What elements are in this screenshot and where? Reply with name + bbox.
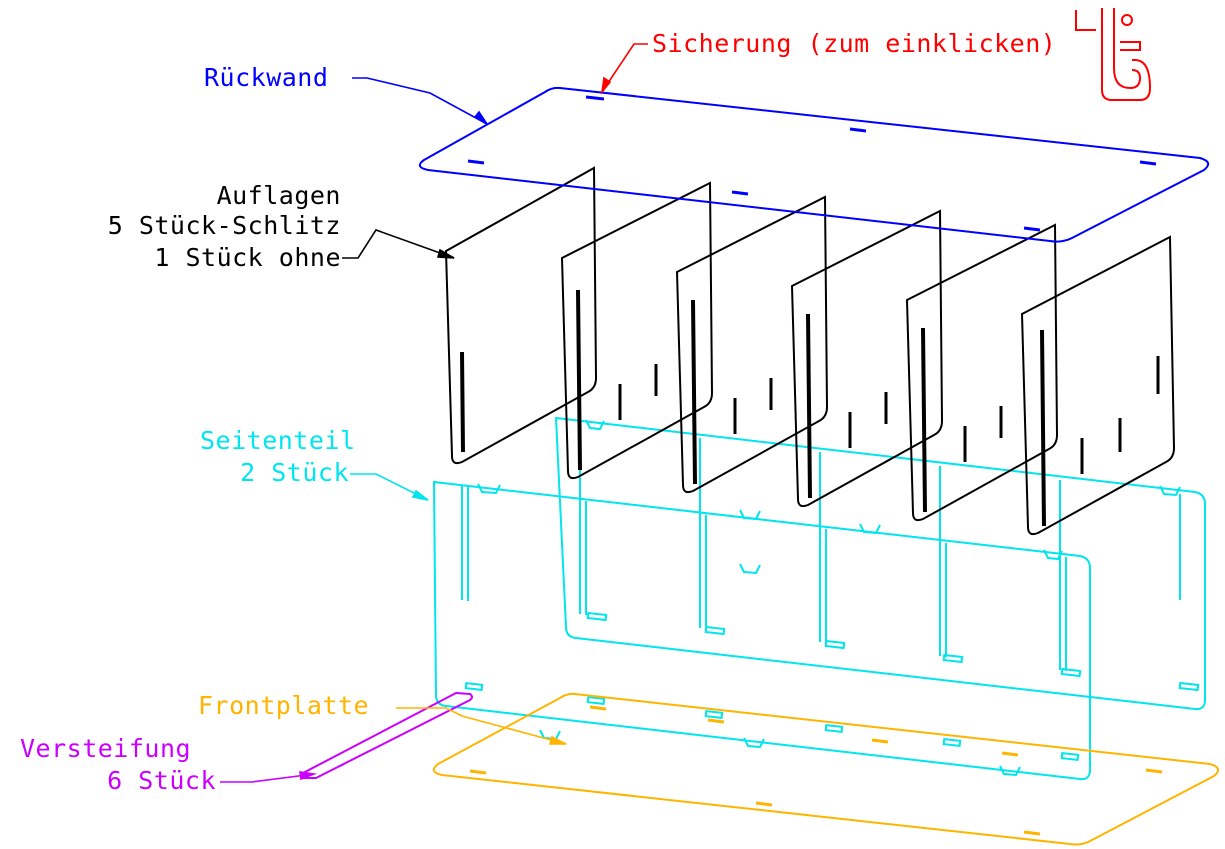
label-seitenteil-title: Seitenteil (200, 426, 356, 455)
auflage-plate (1020, 235, 1176, 536)
auflage-plate (560, 181, 714, 480)
label-frontplatte: Frontplatte (198, 691, 369, 720)
frontplatte-plate (432, 692, 1220, 846)
labels: Rückwand Sicherung (zum einklicken) Aufl… (20, 29, 1056, 795)
label-rueckwand: Rückwand (204, 63, 328, 92)
rueckwand-leader (352, 77, 488, 125)
seitenteil-parts (432, 416, 1206, 781)
label-versteifung-count: 6 Stück (107, 766, 216, 795)
auflagen-plates (444, 166, 1176, 536)
auflage-plate (675, 195, 829, 494)
leader-lines (220, 43, 648, 783)
sicherung-clip-detail (1075, 8, 1152, 101)
label-seitenteil-count: 2 Stück (240, 458, 349, 487)
frontplatte-leader (396, 707, 567, 745)
label-auflagen-plain-count: 1 Stück ohne (154, 243, 341, 272)
label-auflagen-slot-count: 5 Stück-Schlitz (108, 211, 341, 240)
auflage-plate (444, 166, 598, 465)
auflage-plate (790, 209, 944, 508)
sicherung-leader (601, 43, 648, 93)
rueckwand-plate (418, 86, 1210, 243)
auflagen-leader (342, 229, 455, 259)
label-versteifung-title: Versteifung (20, 734, 191, 763)
label-sicherung: Sicherung (zum einklicken) (652, 29, 1056, 58)
label-auflagen-title: Auflagen (217, 181, 341, 210)
versteifung-leader (220, 773, 315, 783)
seitenteil-leader (350, 473, 429, 501)
auflage-plate (905, 223, 1059, 522)
